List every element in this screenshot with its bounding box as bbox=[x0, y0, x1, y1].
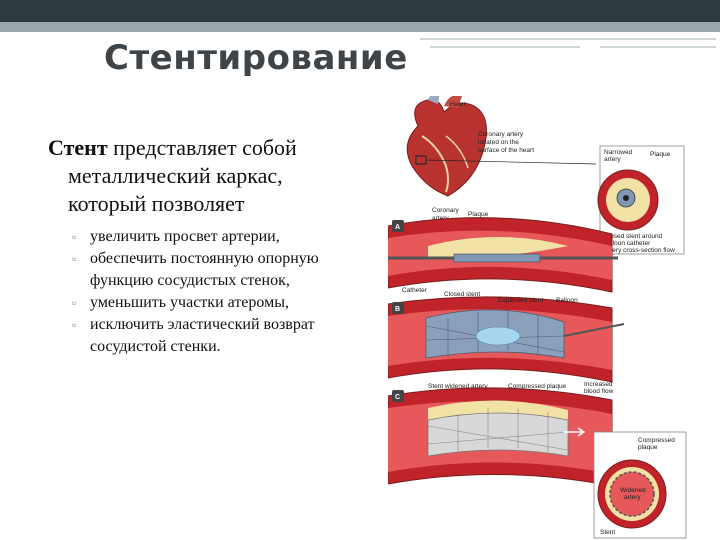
list-item: ▫ исключить эластический возврат сосудист… bbox=[72, 314, 372, 358]
list-item: ▫ увеличить просвет артерии, bbox=[72, 226, 372, 248]
callout-line bbox=[425, 159, 597, 165]
top-bar bbox=[0, 0, 720, 22]
label-increased-flow: blood flow bbox=[584, 388, 614, 395]
label-closed-stent: balloon catheter bbox=[604, 240, 651, 247]
label-widened: Widened bbox=[620, 487, 646, 494]
stent-illustration: Heart Coronary artery located on the sur… bbox=[388, 96, 687, 539]
step-label-c: C bbox=[395, 394, 400, 401]
label-heart: Heart bbox=[450, 101, 466, 108]
slide-title: Стентирование bbox=[104, 38, 408, 78]
lead-text: представляет собой bbox=[107, 135, 297, 160]
stent-ring bbox=[609, 471, 655, 517]
label-widened: artery bbox=[624, 494, 641, 501]
bullet-text: обеспечить постоянную опорную функцию со… bbox=[90, 250, 319, 289]
label-coronary-located: Coronary artery bbox=[478, 131, 524, 138]
lead-bold-term: Стент bbox=[48, 135, 108, 160]
bullet-text: увеличить просвет артерии, bbox=[90, 228, 280, 245]
label-expanded-stent: Expanded stent bbox=[498, 297, 543, 304]
catheter-core bbox=[623, 195, 629, 201]
label-narrowed: Narrowed bbox=[604, 149, 633, 156]
lead-line-3: который позволяет bbox=[68, 191, 245, 216]
label-coronary-artery: artery bbox=[432, 215, 449, 222]
bullet-list: ▫ увеличить просвет артерии, ▫ обеспечить … bbox=[72, 226, 372, 358]
label-coronary-located: surface of the heart bbox=[478, 147, 534, 154]
label-closed-stent: Closed stent around bbox=[604, 233, 663, 240]
label-coronary-artery: Coronary bbox=[432, 207, 459, 214]
list-item: ▫ уменьшить участки атеромы, bbox=[72, 292, 372, 314]
step-badge bbox=[392, 302, 404, 314]
decorative-line bbox=[420, 38, 716, 40]
label-stent: Stent bbox=[600, 529, 615, 536]
label-balloon: Balloon bbox=[556, 297, 578, 304]
top-accent-bar bbox=[0, 22, 720, 32]
label-plaque: Plaque bbox=[468, 211, 489, 218]
step-label-a: A bbox=[395, 224, 400, 231]
label-closed-stent: Closed stent bbox=[444, 291, 480, 298]
label-artery-flow: Artery cross-section flow bbox=[604, 247, 675, 254]
label-plaque-top: Plaque bbox=[650, 151, 671, 158]
artery-panel-a: A bbox=[388, 217, 618, 293]
list-item: ▫ обеспечить постоянную опорную функцию с… bbox=[72, 248, 372, 292]
step-label-b: B bbox=[395, 306, 400, 313]
label-catheter: Catheter bbox=[402, 287, 428, 294]
lead-paragraph: Стент представляет собой металлический к… bbox=[48, 134, 368, 218]
decorative-line bbox=[430, 46, 580, 48]
artery-panel-b: B bbox=[388, 296, 625, 383]
label-coronary-located: located on the bbox=[478, 139, 519, 146]
artery-panel-c: C bbox=[388, 387, 613, 487]
label-compressed-plaque-2: Compressed bbox=[638, 437, 675, 444]
bullet-icon: ▫ bbox=[72, 230, 77, 244]
bullet-text: исключить эластический возврат сосудисто… bbox=[90, 316, 315, 355]
lead-line-2: металлический каркас, bbox=[68, 163, 283, 188]
step-badge bbox=[392, 390, 404, 402]
bullet-icon: ▫ bbox=[72, 296, 77, 310]
label-compressed-plaque-2: plaque bbox=[638, 444, 658, 451]
label-compressed-plaque: Compressed plaque bbox=[508, 383, 567, 390]
heart-icon bbox=[406, 96, 487, 197]
bullet-text: уменьшить участки атеромы, bbox=[90, 294, 289, 311]
label-increased-flow: Increased bbox=[584, 381, 613, 388]
step-badge bbox=[392, 220, 404, 232]
bullet-icon: ▫ bbox=[72, 252, 77, 266]
decorative-line bbox=[600, 46, 716, 48]
label-narrowed: artery bbox=[604, 156, 621, 163]
bullet-icon: ▫ bbox=[72, 318, 77, 332]
label-stent-widened: Stent widened artery bbox=[428, 383, 488, 390]
